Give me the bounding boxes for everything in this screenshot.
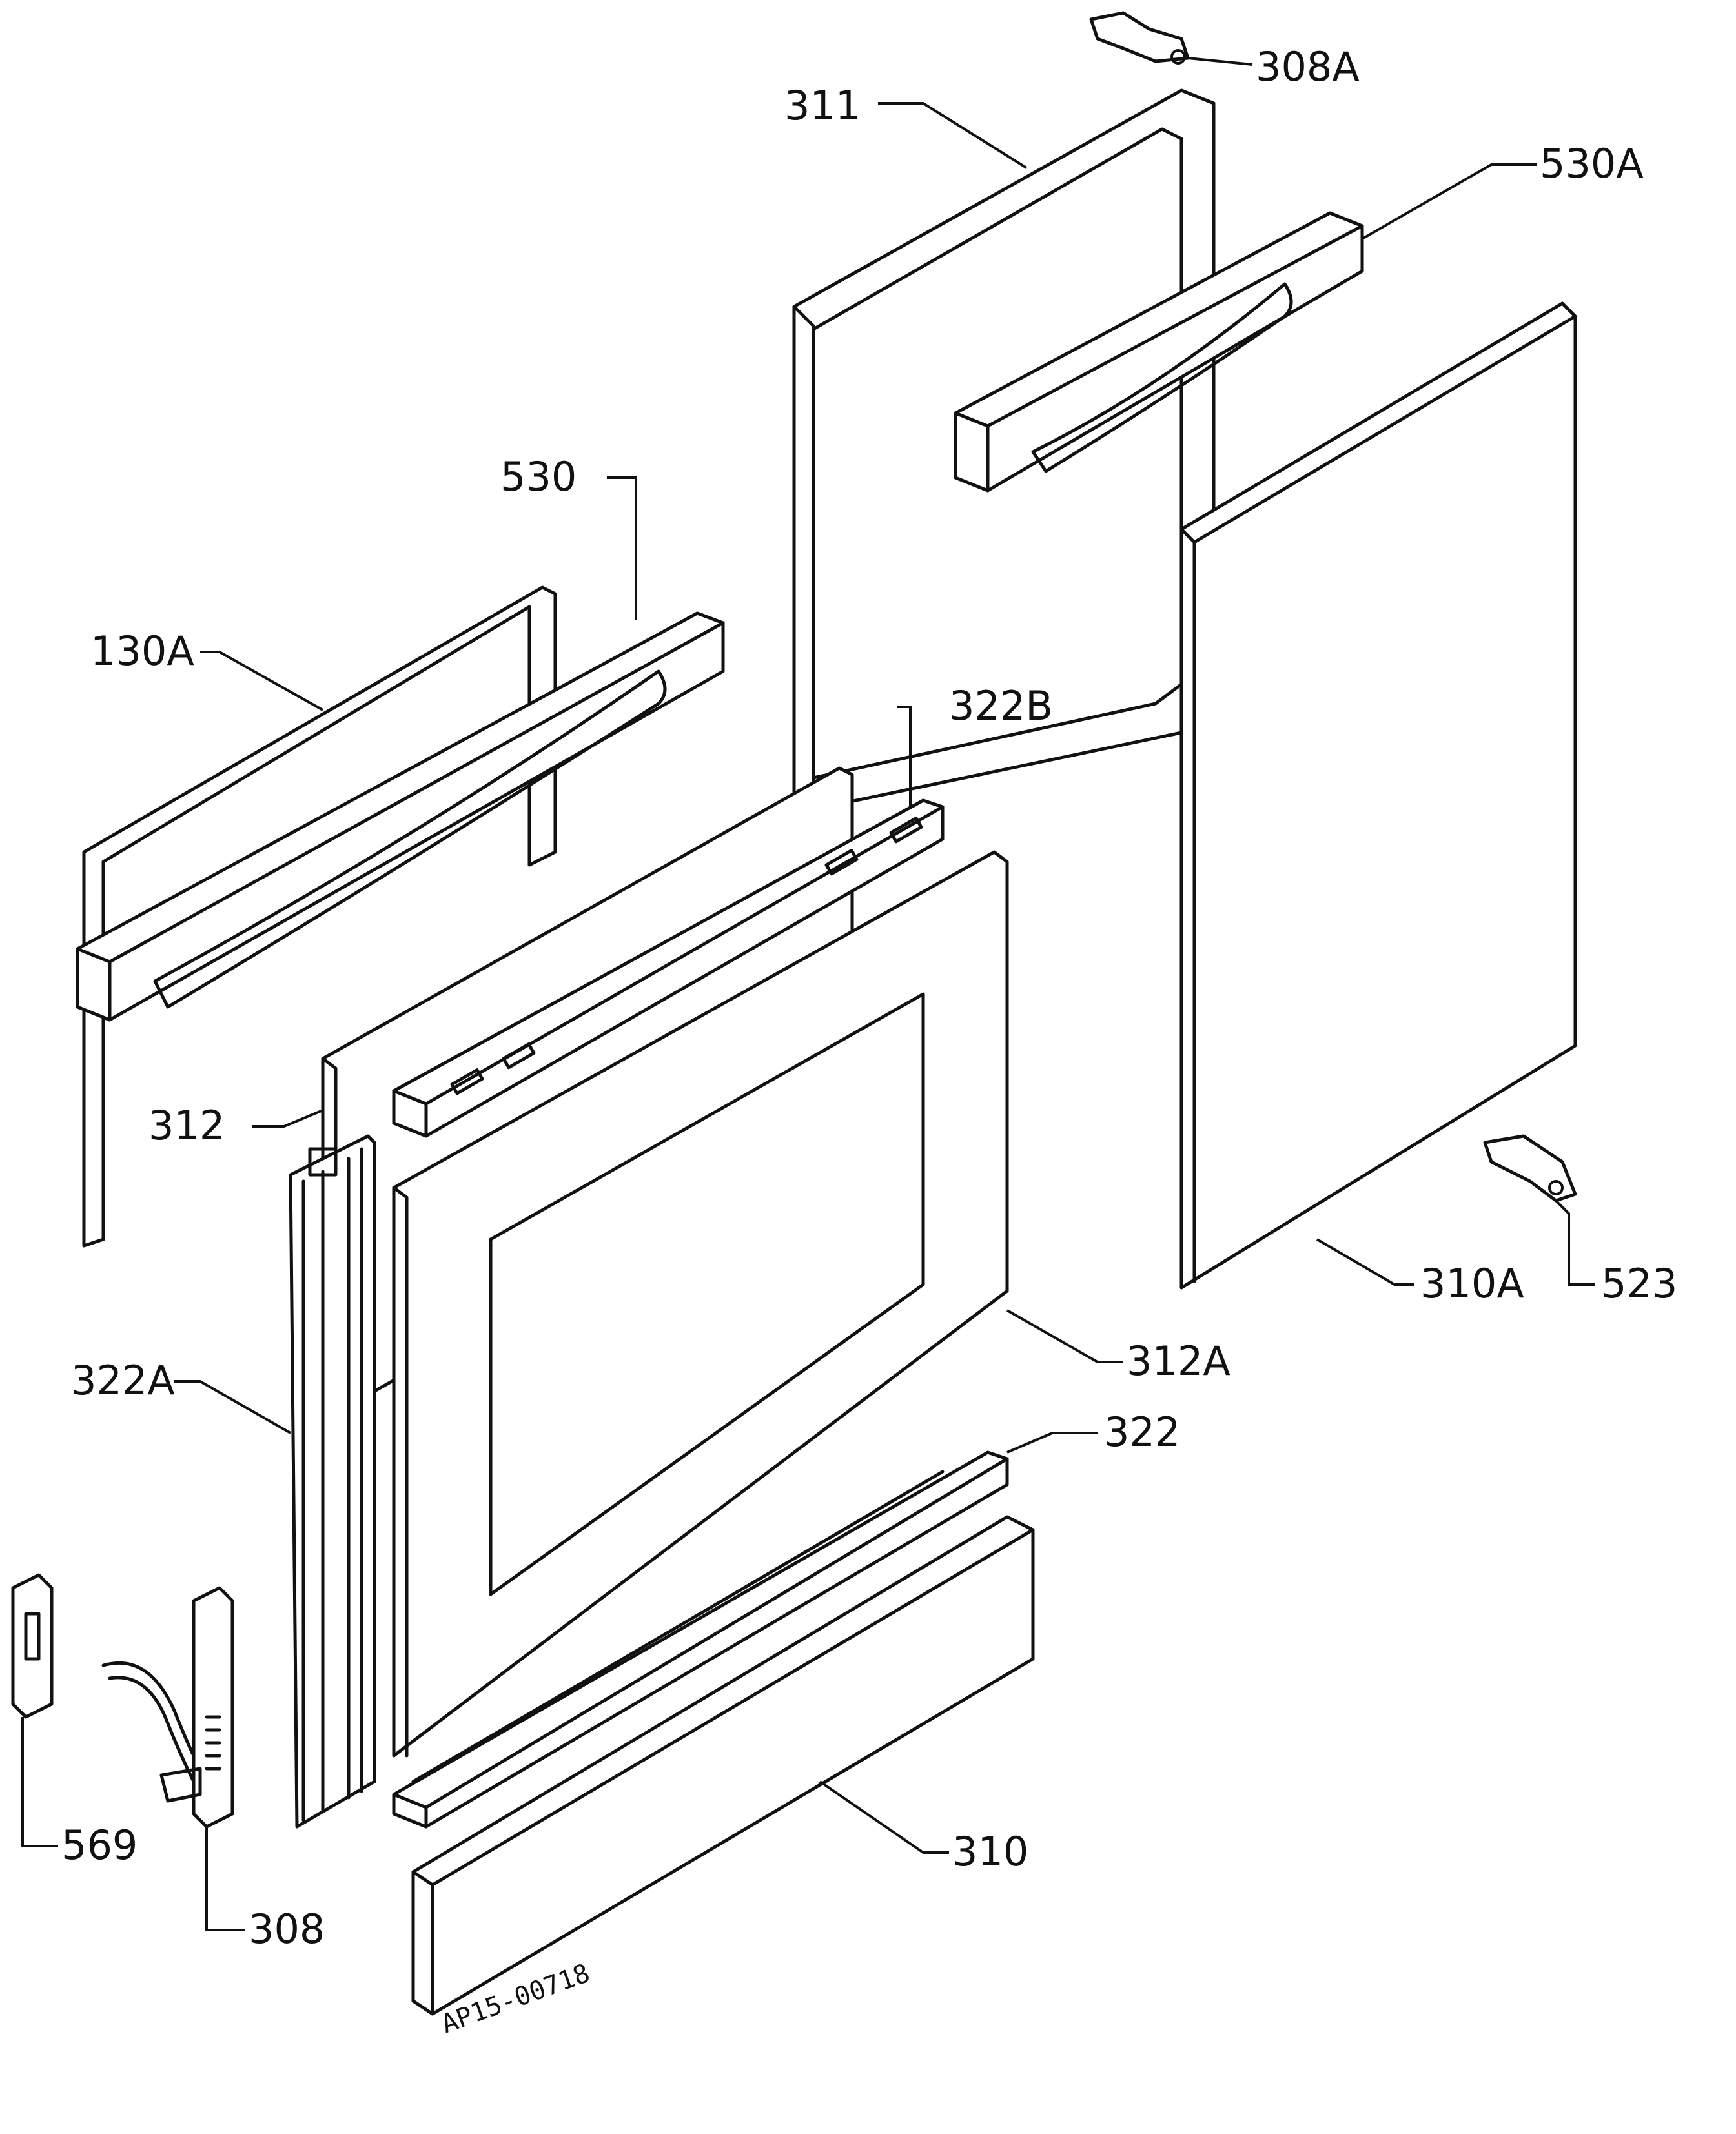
- part-322-bottom-trim: [392, 1450, 1009, 1829]
- part-530A-handle: [954, 211, 1364, 493]
- callout-130A: 130A: [90, 627, 194, 675]
- callout-569: 569: [61, 1822, 138, 1869]
- part-530-handle: [76, 611, 725, 1022]
- part-308A-top-hinge: [1089, 11, 1190, 65]
- callout-530A: 530A: [1540, 140, 1644, 187]
- callout-311: 311: [784, 82, 861, 129]
- leader-lines: [21, 57, 1595, 1931]
- part-310-bottom-panel: [411, 1515, 1035, 2016]
- part-310A-glass-panel: [1179, 301, 1577, 1290]
- callout-310: 310: [952, 1828, 1028, 1875]
- callout-310A: 310A: [1420, 1260, 1524, 1307]
- part-569-clip: [11, 1573, 54, 1719]
- callout-530: 530: [500, 453, 577, 500]
- callout-322A: 322A: [71, 1357, 175, 1404]
- part-312A-outer-glass: [392, 850, 1009, 1758]
- callout-322B: 322B: [949, 682, 1053, 729]
- callout-308: 308: [249, 1905, 325, 1953]
- part-322B-top-trim: [392, 798, 945, 1138]
- callout-322: 322: [1104, 1408, 1180, 1456]
- part-322A-side-trim: [289, 1134, 376, 1829]
- callout-523: 523: [1601, 1260, 1677, 1307]
- callout-312: 312: [148, 1102, 225, 1149]
- callout-312A: 312A: [1127, 1337, 1231, 1385]
- part-523-bracket: [1483, 1134, 1577, 1203]
- callout-308A: 308A: [1256, 43, 1360, 90]
- part-308-hinge: [101, 1586, 234, 1829]
